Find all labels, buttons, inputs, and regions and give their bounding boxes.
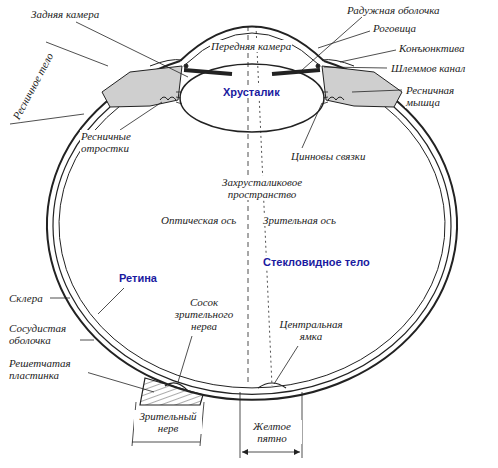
part-label: Решетчатая пластинка (8, 357, 88, 381)
part-label: Радужная оболочка (346, 4, 441, 16)
part-label: Оптическая ось (160, 214, 237, 226)
part-label: Ресничная мышца (405, 84, 471, 108)
part-label: Роговица (372, 22, 417, 34)
part-label: Конъюнктива (398, 42, 465, 54)
part-label: Ресничные отростки (80, 130, 146, 154)
part-label: Центральная ямка (272, 318, 350, 342)
part-label: Зрительная ось (262, 214, 337, 226)
part-label: Шлеммов канал (390, 62, 466, 74)
part-label: Сосок зрительного нерва (168, 296, 240, 332)
part-label: Сосудистая оболочка (8, 322, 80, 346)
part-label: Желтое пятно (242, 420, 302, 444)
part-label: Передняя камера (210, 40, 292, 52)
part-label: Ретина (118, 272, 158, 284)
part-label: Стекловидное тело (262, 256, 371, 268)
part-label: Захрусталиковое пространство (206, 176, 318, 200)
part-label: Цинновы связки (290, 150, 366, 162)
part-label: Хрусталик (222, 86, 281, 98)
part-label: Склера (8, 292, 44, 304)
part-label: Зрительный нерв (134, 410, 202, 434)
part-label: Задняя камера (30, 8, 100, 20)
part-label: Ресничное тело (10, 50, 56, 123)
